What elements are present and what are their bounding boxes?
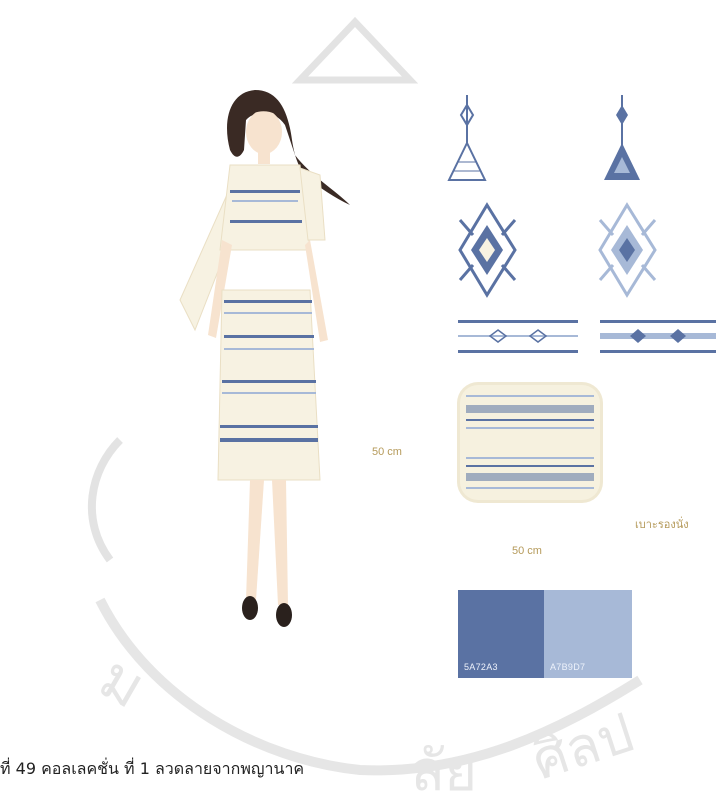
diamond-motif-dark — [458, 202, 517, 298]
height-measurement-label: 50 cm — [372, 446, 402, 458]
width-measurement-label: 50 cm — [512, 545, 542, 557]
fashion-figure-illustration — [179, 90, 350, 627]
svg-text:ศิลป: ศิลป — [525, 701, 641, 792]
swatch-code-light: A7B9D7 — [550, 662, 586, 672]
cushion-product-image — [460, 385, 600, 500]
border-motif-outline — [458, 320, 578, 353]
border-motif-filled — [600, 320, 716, 353]
svg-text:ลัย: ลัย — [410, 739, 477, 804]
triangle-motif-outline — [447, 95, 487, 181]
color-swatch-light: A7B9D7 — [544, 590, 632, 678]
figure-caption: ที่ 49 คอลเลคชั่น ที่ 1 ลวดลายจากพญานาค — [0, 759, 305, 778]
color-swatch-primary: 5A72A3 — [458, 590, 544, 678]
triangle-motif-filled — [604, 95, 640, 180]
cushion-pattern — [466, 395, 594, 489]
diamond-motif-light — [598, 202, 657, 298]
product-name-label: เบาะรองนั่ง — [635, 519, 689, 531]
swatch-code-primary: 5A72A3 — [464, 662, 498, 672]
svg-text:ม: ม — [88, 642, 157, 722]
